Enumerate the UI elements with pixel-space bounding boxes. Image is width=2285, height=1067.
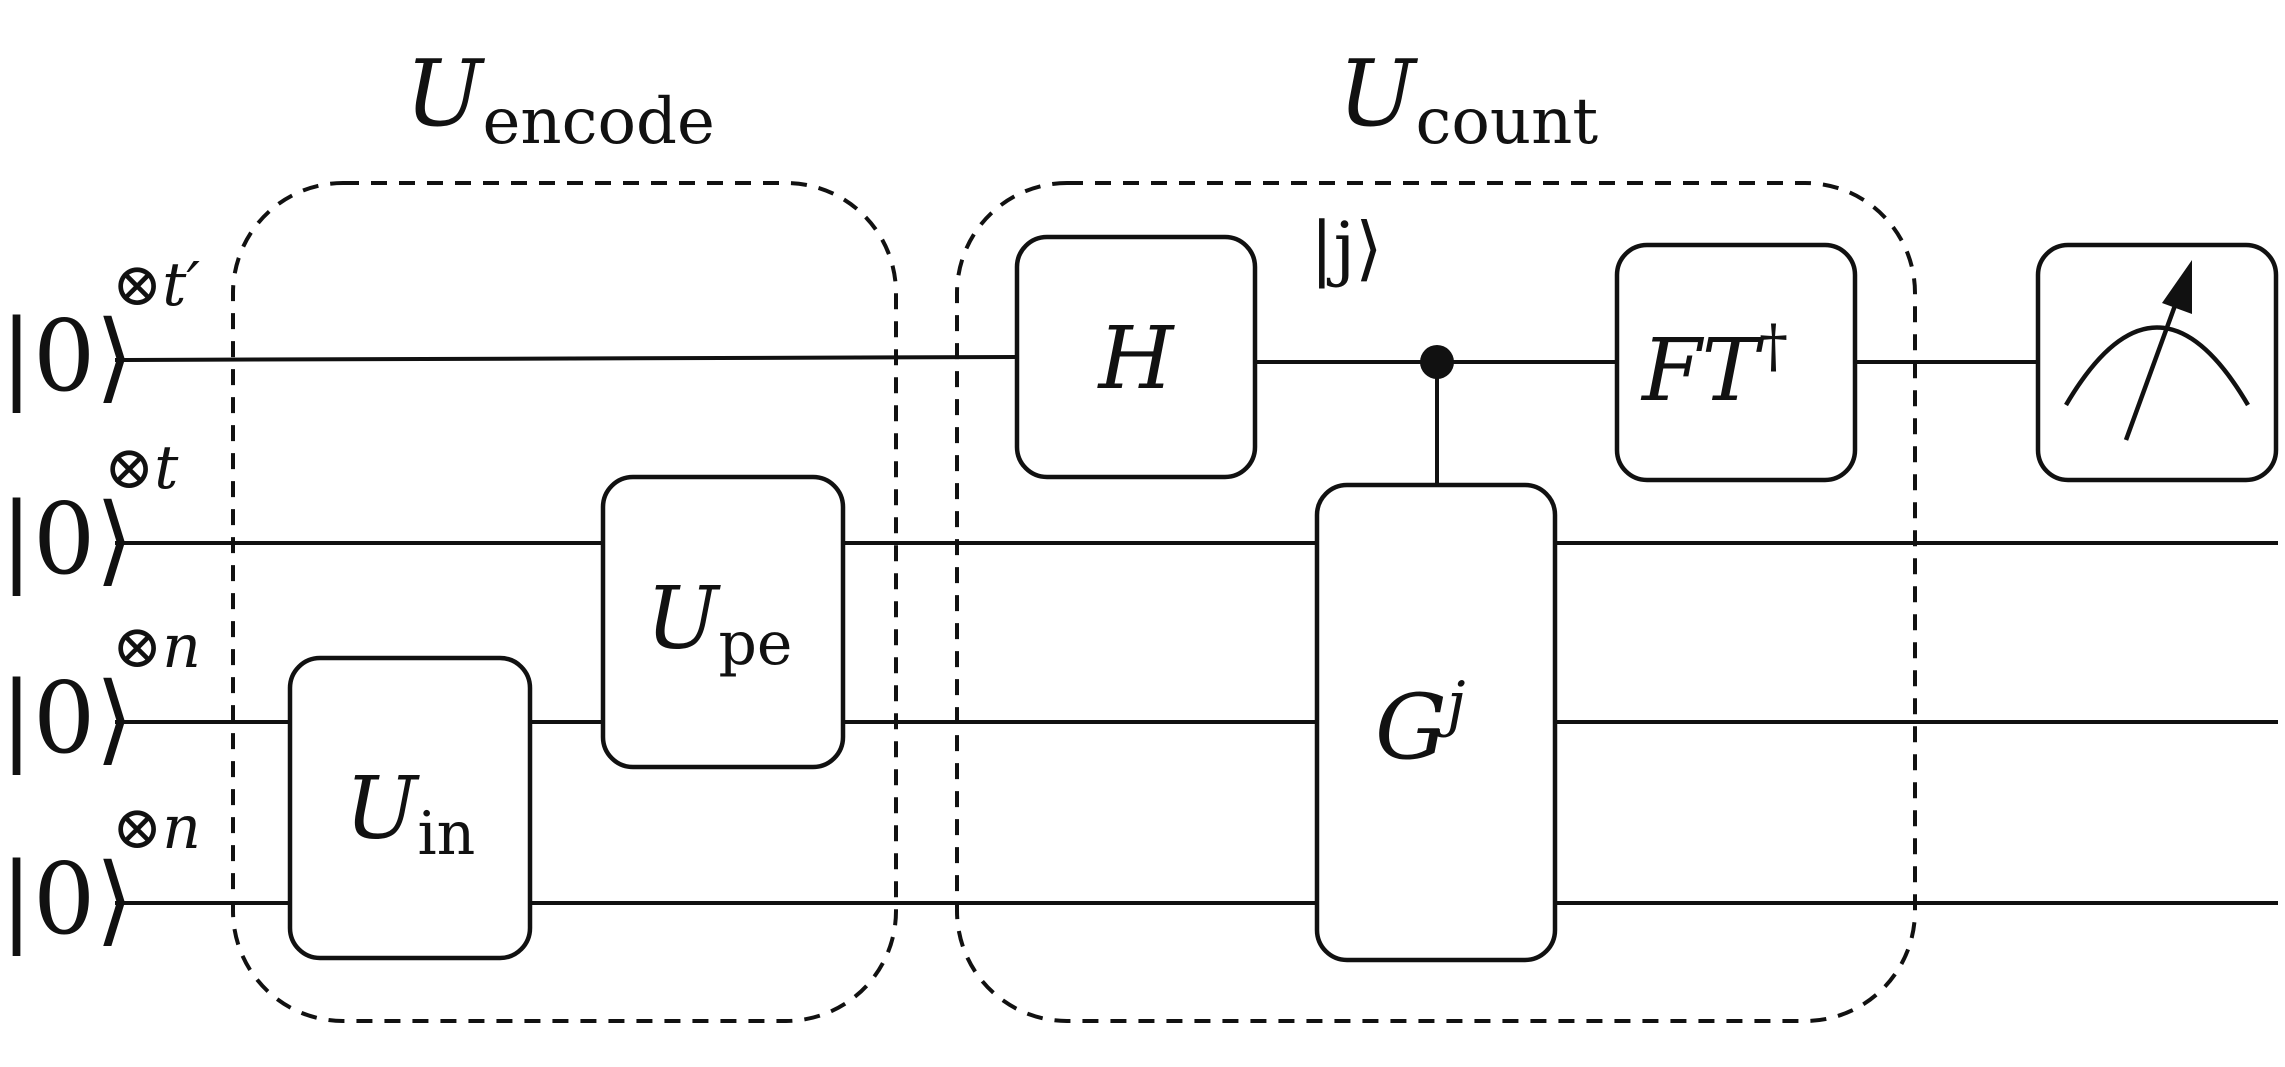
qubit-inputs: |0⟩ ⊗t′ |0⟩ ⊗t |0⟩ ⊗n |0⟩ ⊗n <box>0 250 201 957</box>
count-group-label: Ucount <box>1338 40 1598 159</box>
svg-text:H: H <box>1097 309 1176 409</box>
svg-text:Upe: Upe <box>646 569 792 679</box>
qubit-ket: |0⟩ <box>0 300 134 414</box>
meter-icon <box>2035 242 2279 483</box>
qubit-ket: |0⟩ <box>0 662 134 776</box>
qubit-ket: |0⟩ <box>0 843 134 957</box>
qubit-tensor-power: ⊗t <box>104 433 179 503</box>
encode-group-box <box>231 181 898 1023</box>
wire-register-1 <box>114 355 1018 362</box>
qubit-tensor-power: ⊗n <box>112 793 201 863</box>
grover-gate: Gj <box>1314 482 1558 963</box>
control-dot <box>1420 345 1454 379</box>
qubit-tensor-power: ⊗n <box>112 612 201 682</box>
hadamard-gate: H <box>1014 234 1258 480</box>
wire-label-j: |j⟩ <box>1310 207 1383 289</box>
u-pe-gate: Upe <box>600 474 846 770</box>
count-group-box <box>955 181 1917 1023</box>
svg-text:Uin: Uin <box>345 759 475 869</box>
inverse-ft-gate: FT† <box>1614 242 1858 483</box>
svg-text:FT†: FT† <box>1640 312 1788 421</box>
qubit-tensor-power: ⊗t′ <box>112 250 200 320</box>
svg-text:Gj: Gj <box>1375 669 1466 780</box>
u-in-gate: Uin <box>287 655 533 961</box>
encode-group-label: Uencode <box>405 40 715 159</box>
qubit-ket: |0⟩ <box>0 483 134 597</box>
